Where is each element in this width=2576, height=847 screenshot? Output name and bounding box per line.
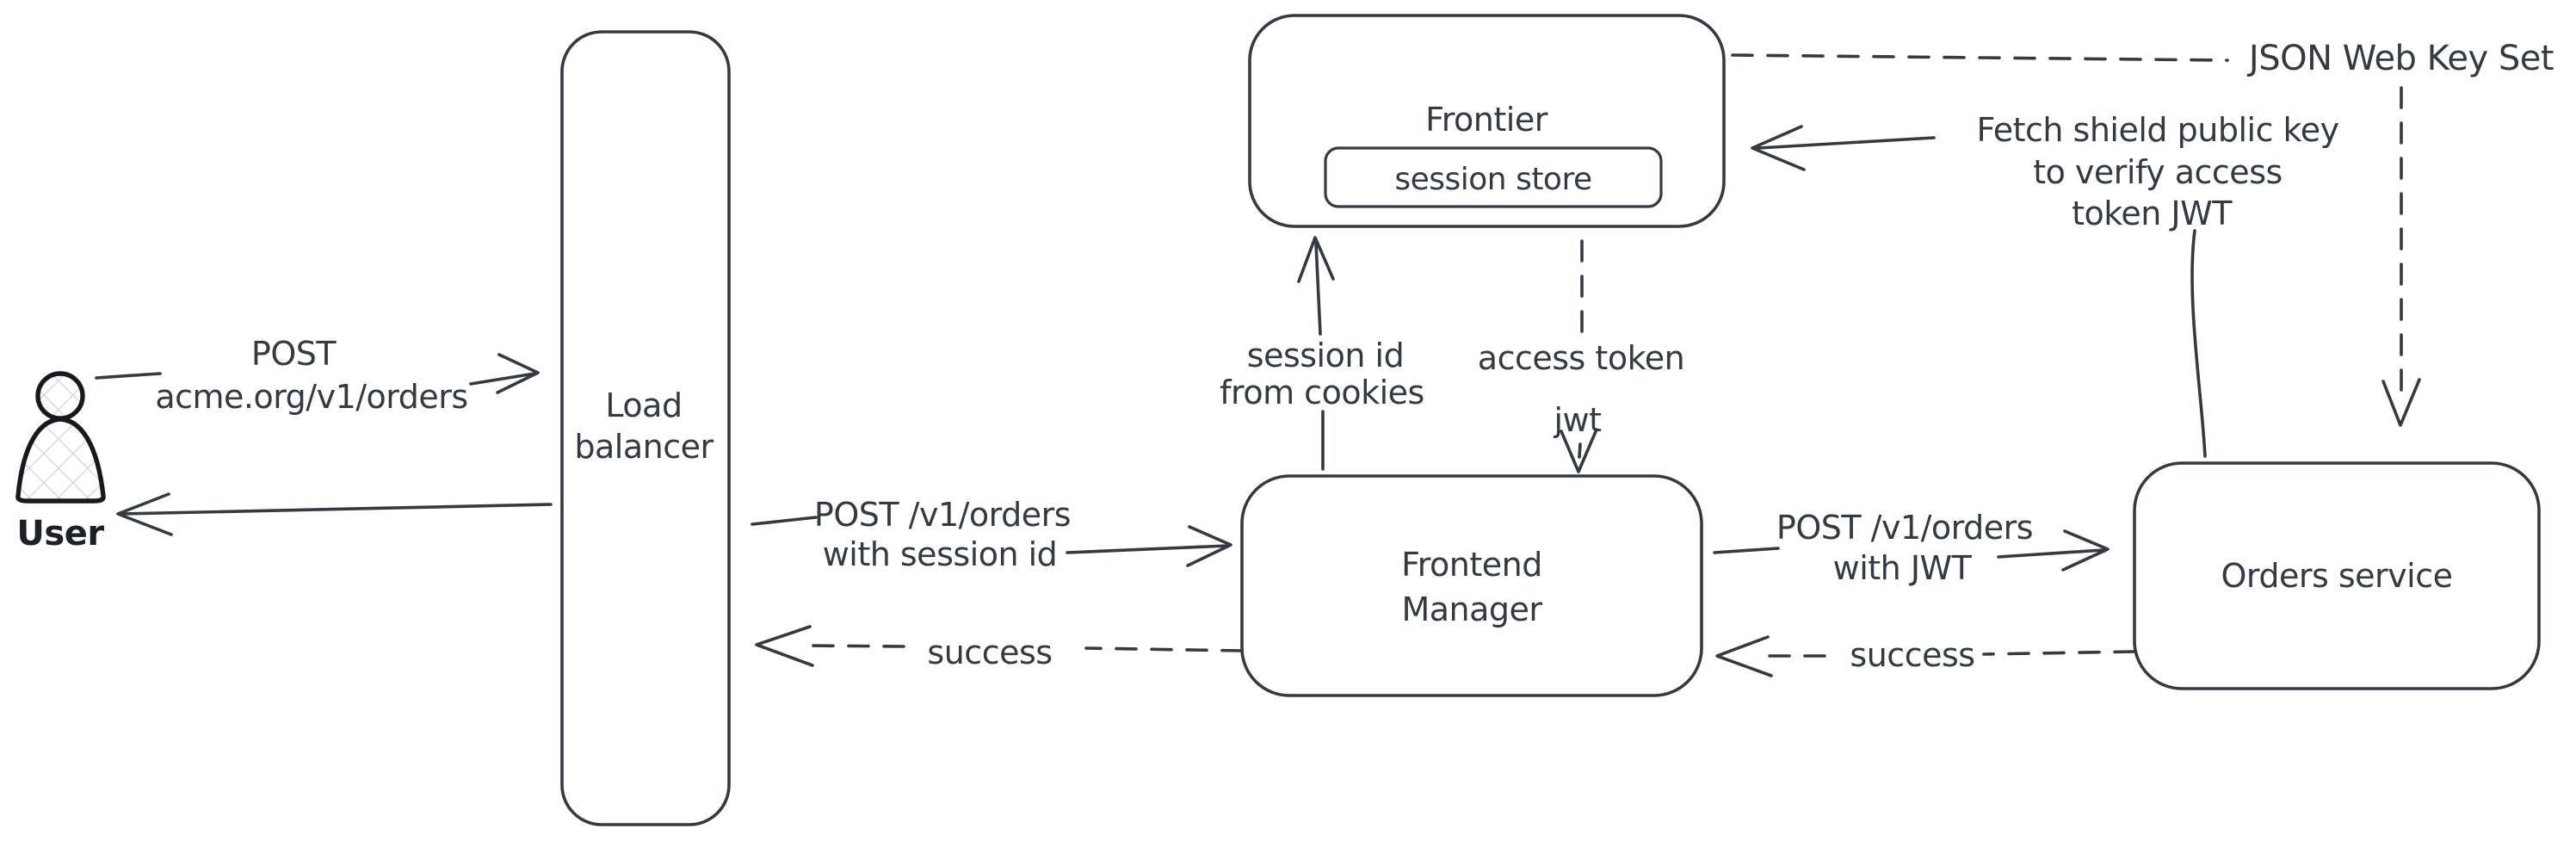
session-store-label: session store	[1394, 162, 1591, 197]
edge-lb-to-user-line	[120, 503, 553, 516]
edge-frontier-to-fm: access token jwt	[1478, 239, 1685, 473]
frontier-node: Frontier session store	[1248, 14, 1726, 228]
user-body-icon	[15, 417, 106, 504]
user-node: User	[15, 371, 106, 553]
edge-orders-to-frontier-label-line2: to verify access	[2033, 153, 2283, 191]
edge-orders-to-frontier-label-line1: Fetch shield public key	[1976, 111, 2338, 149]
edge-fm-to-frontier-arrowhead	[1297, 236, 1335, 283]
edge-fm-to-frontier: session id from cookies	[1220, 236, 1424, 471]
edge-lb-to-fm-label-line1: POST /v1/orders	[814, 496, 1071, 534]
edge-jwks-to-orders-arrowhead	[2381, 378, 2421, 427]
edge-fm-to-orders-line	[1997, 548, 2105, 559]
edge-frontier-to-jwks-line	[1731, 53, 2229, 62]
edge-orders-to-fm-dash-right	[1982, 650, 2136, 656]
edge-orders-to-frontier: Fetch shield public key to verify access…	[1751, 111, 2339, 458]
frontend-manager-label-line1: Frontend	[1401, 546, 1542, 584]
edge-user-to-lb-tail	[95, 372, 162, 380]
jwks-label: JSON Web Key Set	[2246, 39, 2554, 78]
edge-lb-to-fm-tail	[751, 516, 818, 526]
edge-user-to-lb-label-line1: POST	[251, 335, 337, 373]
session-store-box	[1324, 146, 1663, 208]
edge-lb-to-user-arrowhead	[116, 492, 173, 536]
edge-fm-to-frontier-label-line1: session id	[1247, 337, 1404, 374]
edge-fm-to-frontier-line	[1314, 241, 1322, 336]
edge-fm-to-orders-arrowhead	[2061, 529, 2110, 572]
edge-user-to-lb: POST acme.org/v1/orders	[95, 335, 540, 416]
edge-orders-to-fm-arrowhead	[1715, 635, 1773, 677]
edge-fm-to-orders-tail	[1713, 547, 1780, 554]
frontend-manager-box	[1240, 474, 1703, 697]
edge-orders-to-frontier-line	[1757, 136, 1936, 150]
edge-frontier-to-fm-label-line1: access token	[1478, 339, 1684, 377]
orders-service-node: Orders service	[2133, 461, 2541, 690]
edge-fm-to-orders: POST /v1/orders with JWT	[1713, 509, 2110, 587]
frontend-manager-node: Frontend Manager	[1240, 474, 1703, 697]
user-label: User	[16, 514, 104, 553]
edge-fm-to-orders-label-line2: with JWT	[1833, 549, 1973, 587]
edge-orders-to-fm-label: success	[1850, 636, 1974, 674]
frontend-manager-label-line2: Manager	[1401, 590, 1542, 628]
edge-fm-to-lb-arrowhead	[755, 625, 814, 667]
edge-fm-to-lb-dash-right	[1084, 646, 1244, 652]
orders-service-box	[2133, 461, 2541, 690]
edge-orders-to-frontier-arrowhead	[1751, 125, 1806, 171]
edge-jwks-to-orders	[2381, 86, 2421, 427]
edge-lb-to-fm-label-line2: with session id	[823, 535, 1058, 573]
edge-orders-to-fm-success: success	[1715, 635, 2136, 677]
frontier-label: Frontier	[1425, 101, 1548, 139]
load-balancer-label-line2: balancer	[574, 428, 713, 466]
edge-frontier-to-jwks: JSON Web Key Set	[1731, 39, 2554, 78]
edge-lb-to-fm: POST /v1/orders with session id	[751, 496, 1232, 573]
edge-user-to-lb-line	[469, 372, 536, 386]
edge-user-to-lb-arrowhead	[496, 353, 540, 394]
edge-lb-to-user	[116, 492, 553, 536]
edge-fm-to-orders-label-line1: POST /v1/orders	[1776, 509, 2033, 547]
edge-fm-to-lb-label: success	[927, 634, 1052, 671]
edge-user-to-lb-label-line2: acme.org/v1/orders	[155, 378, 467, 416]
orders-service-label: Orders service	[2221, 557, 2453, 595]
user-head-icon	[35, 371, 85, 421]
edge-frontier-to-fm-arrowhead	[1560, 428, 1598, 473]
edge-fm-to-frontier-label-line2: from cookies	[1220, 374, 1424, 411]
load-balancer-box	[560, 30, 731, 826]
edge-frontier-to-fm-dash-bottom	[1578, 442, 1582, 459]
edge-lb-to-fm-arrowhead	[1186, 525, 1232, 567]
edge-lb-to-fm-line	[1066, 544, 1229, 554]
edge-fm-to-lb-success: success	[755, 625, 1244, 671]
edge-orders-to-frontier-label-line3: token JWT	[2072, 195, 2233, 232]
load-balancer-label-line1: Load	[605, 386, 682, 424]
load-balancer-node: Load balancer	[560, 30, 731, 826]
edge-orders-to-frontier-tail	[2190, 229, 2207, 458]
